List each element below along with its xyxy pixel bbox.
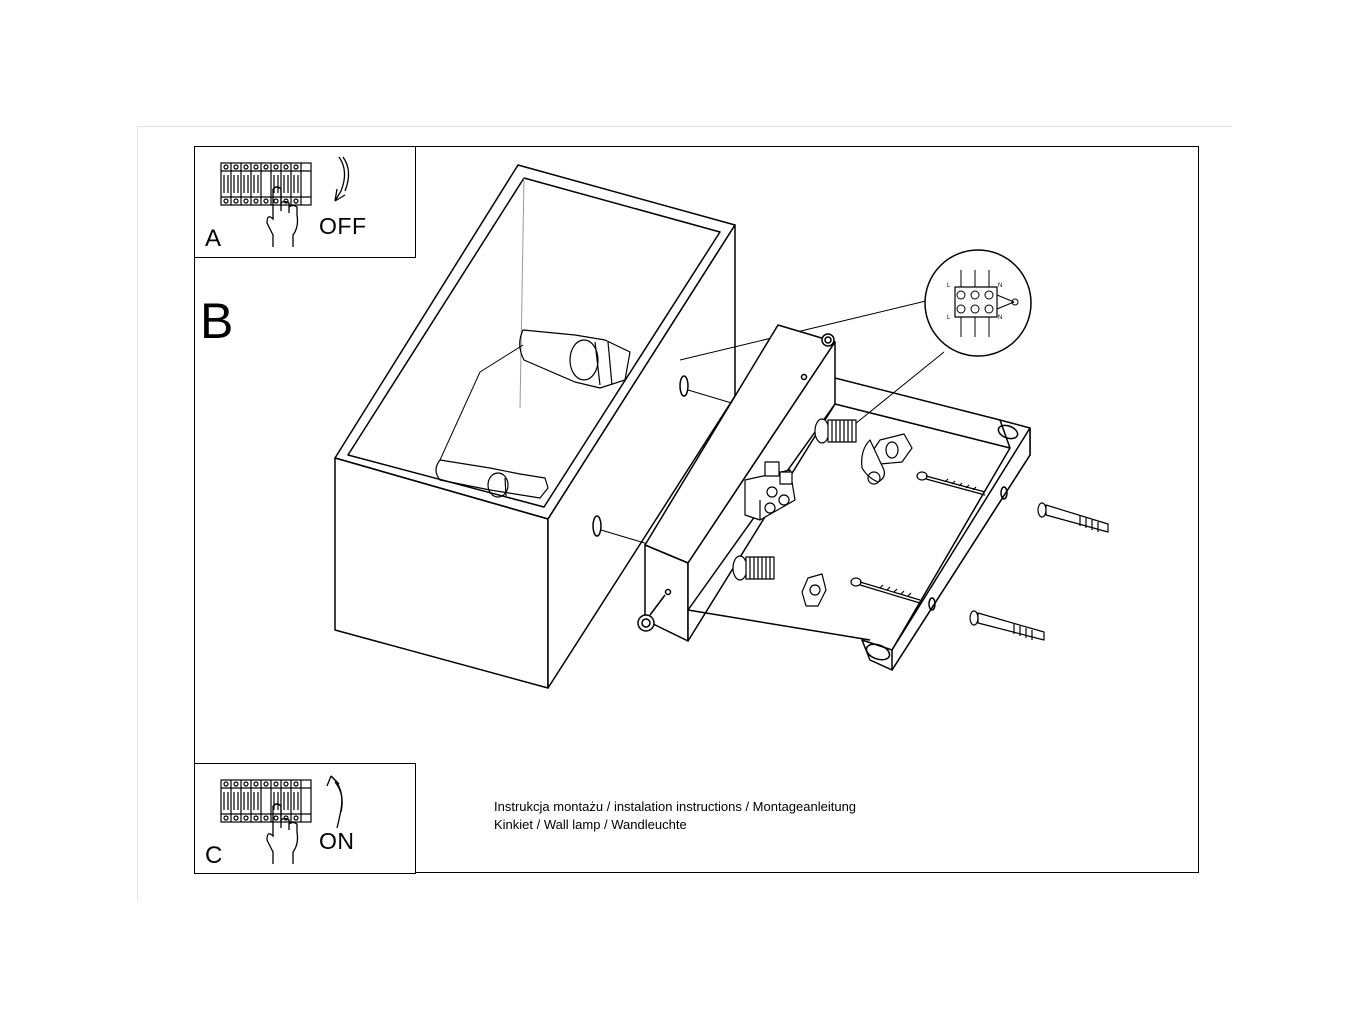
step-b-label: B [200,293,234,349]
wiring-detail [924,249,1032,357]
arrow-down-icon [334,156,350,202]
screws [850,471,1109,641]
instruction-frame [194,146,1199,873]
wiring-label-l-top: L [947,283,951,289]
wiring-label-n-top: N [998,283,1003,289]
caption-line-2: Kinkiet / Wall lamp / Wandleuchte [494,817,687,832]
step-a-panel: A OFF [194,146,416,258]
earth-ground-icon [1011,298,1019,306]
wiring-label-l-bottom: L [947,315,951,321]
breaker-panel-icon [220,779,312,823]
sheet-edge-top [137,126,1232,127]
hand-pointer-icon [266,803,299,864]
wiring-label-n-bottom: N [998,315,1003,321]
threaded-bushings [732,418,913,607]
switch-on-label: ON [319,828,355,854]
step-a-label: A [205,225,222,252]
switch-off-label: OFF [319,213,367,239]
breaker-panel-icon [220,162,312,206]
step-c-label: C [205,842,223,869]
step-c-panel: C ON [194,763,416,874]
sheet-edge-left [137,126,138,901]
arrow-up-icon [326,775,343,829]
caption-line-1: Instrukcja montażu / instalation instruc… [494,799,857,814]
terminal-block [744,461,796,521]
hand-pointer-icon [266,186,299,247]
